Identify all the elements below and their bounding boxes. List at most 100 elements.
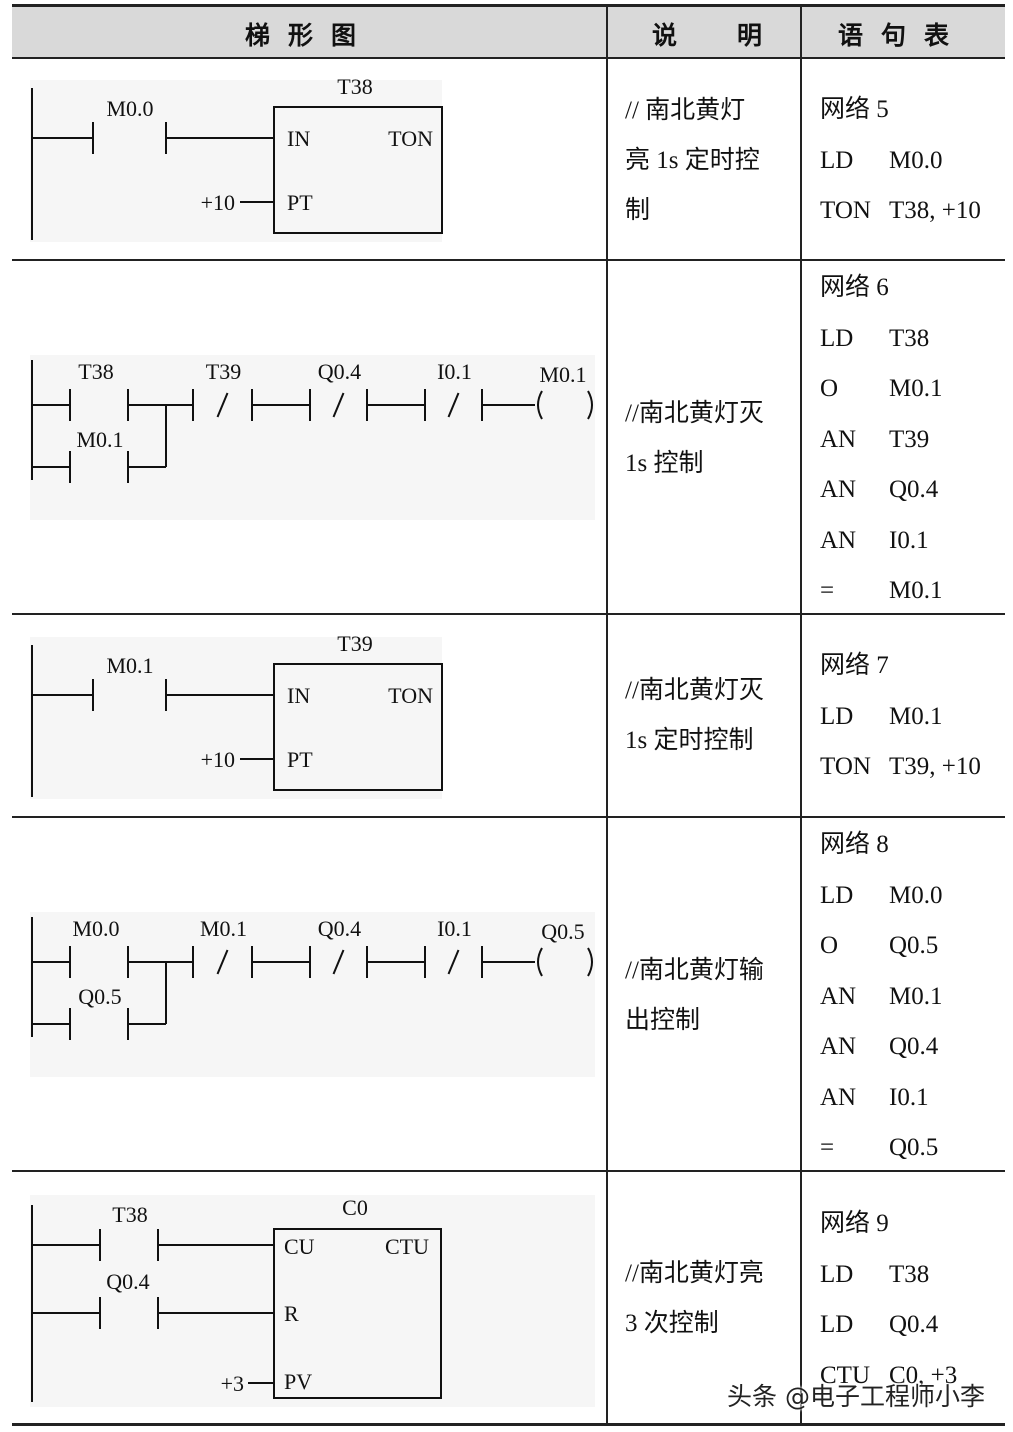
statement-op: 网络 9 (820, 1210, 889, 1237)
description-line: 亮 1s 定时控 (625, 147, 760, 174)
watermark: 头条 @电子工程师小李 (727, 1382, 985, 1411)
row-description: //南北黄灯亮 3 次控制 (625, 1249, 790, 1349)
column-divider (800, 5, 802, 1425)
statement-line: LD Q0.4 (820, 1300, 957, 1351)
statement-arg: T39 (889, 425, 930, 453)
statement-arg: T38, +10 (889, 197, 981, 224)
statement-arg: Q0.4 (889, 1311, 939, 1338)
block-name: T39 (337, 631, 372, 656)
nc-nc-slash (216, 949, 229, 975)
counter-block (273, 1228, 442, 1399)
nc-nc-slash (447, 949, 460, 975)
start-contact-label: T38 (78, 359, 113, 384)
description-line: // 南北黄灯 (625, 97, 746, 124)
statement-arg: T38 (889, 324, 930, 352)
row-divider (12, 816, 1005, 818)
row-divider (12, 613, 1005, 615)
header-bg (12, 5, 1005, 58)
statement-arg: M0.1 (889, 702, 943, 730)
statement-op: AN (820, 1083, 857, 1111)
table-bottom-border (12, 1423, 1005, 1426)
statement-op: O (820, 932, 839, 959)
statement-op: = (820, 577, 835, 604)
statement-arg: I0.1 (889, 1083, 929, 1111)
nc-contact-label: I0.1 (437, 916, 472, 941)
preset-value: +3 (221, 1371, 244, 1396)
statement-op: LD (820, 1311, 854, 1338)
description-line: //南北黄灯输 (625, 957, 764, 984)
nc-contact-label: Q0.4 (318, 916, 361, 941)
nc-contact-label: T39 (206, 359, 241, 384)
pin-pt: PT (287, 190, 313, 215)
diagram-bg (30, 1195, 595, 1407)
statement-op: LD (820, 881, 854, 909)
nc-nc-slash (332, 392, 345, 418)
statement-arg: M0.1 (889, 375, 943, 402)
nc-nc-slash (216, 392, 229, 418)
statement-op: LD (820, 702, 854, 730)
header-ladder: 梯形图 (245, 21, 375, 50)
nc-contact-label: Q0.4 (318, 359, 361, 384)
statement-op: 网络 5 (820, 96, 889, 123)
statement-op: LD (820, 324, 854, 352)
row-description: // 南北黄灯亮 1s 定时控制 (625, 86, 790, 236)
preset-value: +10 (201, 190, 235, 215)
block-type: CTU (385, 1234, 429, 1259)
statement-line: LD M0.1 (820, 692, 981, 743)
statement-op: 网络 6 (820, 274, 889, 301)
column-divider (606, 5, 608, 1425)
row-divider (12, 57, 1005, 59)
row-divider (12, 1170, 1005, 1172)
block-name: T38 (337, 74, 372, 99)
statement-op: LD (820, 146, 854, 174)
statement-op: CTU (820, 1361, 870, 1389)
pin-in: IN (287, 683, 310, 708)
statement-op: = (820, 1134, 835, 1161)
description-line: //南北黄灯灭 (625, 400, 764, 427)
header-statements: 语句表 (838, 21, 968, 50)
start-contact-label: M0.0 (72, 916, 119, 941)
block-type: TON (388, 683, 433, 708)
statement-arg: I0.1 (889, 526, 929, 554)
nc-nc-slash (447, 392, 460, 418)
statement-line: =M0.1 (820, 566, 942, 617)
table-top-border (12, 4, 1005, 7)
description-line: 3 次控制 (625, 1310, 719, 1337)
hold-contact-label: Q0.5 (78, 984, 121, 1009)
description-line: 1s 定时控制 (625, 727, 754, 754)
pin-pt: PT (287, 747, 313, 772)
description-line: 出控制 (625, 1007, 701, 1034)
block-type: TON (388, 126, 433, 151)
row-description: //南北黄灯输出控制 (625, 946, 790, 1046)
statement-line: 网络 9 (820, 1199, 957, 1250)
pin-cu: CU (284, 1234, 315, 1259)
coil-left (537, 947, 543, 977)
pin-pv: PV (284, 1369, 312, 1394)
description-line: //南北黄灯亮 (625, 1260, 764, 1287)
header-description: 说明 (652, 21, 823, 50)
description-line: 制 (625, 197, 651, 224)
statement-line: =Q0.5 (820, 1123, 942, 1174)
statement-op: LD (820, 1260, 854, 1288)
statement-op: O (820, 375, 839, 402)
statement-line: LD T38 (820, 314, 942, 365)
coil-right (587, 947, 593, 977)
statement-arg: Q0.4 (889, 1033, 939, 1060)
timer-block (273, 106, 443, 234)
statement-op: AN (820, 982, 857, 1010)
nc-nc-slash (332, 949, 345, 975)
statement-op: 网络 8 (820, 831, 889, 858)
